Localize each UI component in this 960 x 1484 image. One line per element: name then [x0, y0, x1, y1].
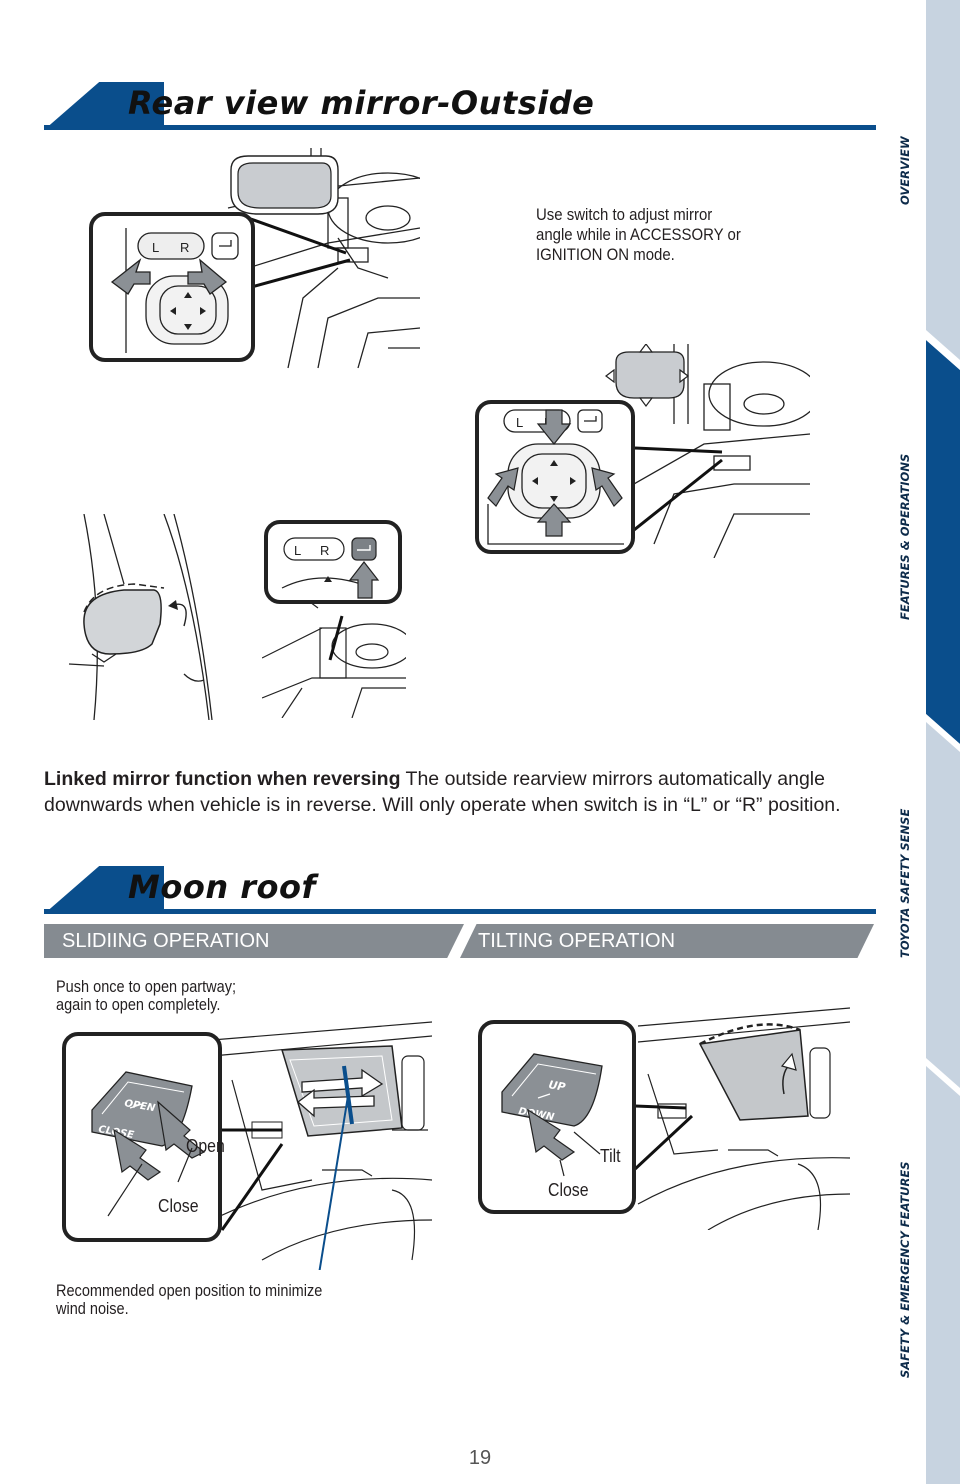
side-navigation[interactable] — [926, 0, 960, 1484]
nav-item-overview[interactable]: OVERVIEW — [898, 136, 912, 205]
linked-mirror-description: Linked mirror function when reversing Th… — [44, 766, 880, 818]
push-caption: Push once to open partway; again to open… — [56, 978, 237, 1014]
side-nav-labels: OVERVIEW FEATURES & OPERATIONS TOYOTA SA… — [898, 0, 922, 1484]
recommended-position-caption: Recommended open position to minimize wi… — [56, 1282, 323, 1318]
tilt-close-label: Close — [548, 1180, 589, 1200]
up-button-label: UP — [547, 1078, 566, 1094]
svg-text:R: R — [320, 543, 329, 558]
svg-text:R: R — [180, 240, 189, 255]
svg-text:L: L — [294, 543, 301, 558]
open-label: Open — [186, 1136, 225, 1156]
nav-item-safety-emergency[interactable]: SAFETY & EMERGENCY FEATURES — [898, 1161, 912, 1379]
tilting-operation-header: TILTING OPERATION — [460, 924, 874, 958]
tilt-label: Tilt — [600, 1146, 621, 1166]
sliding-operation-illustration: OPEN CLOSE — [62, 1021, 432, 1270]
mirror-fold-switch-illustration: L R — [262, 520, 406, 718]
linked-mirror-heading: Linked mirror function when reversing — [44, 768, 401, 790]
mirror-fold-illustration — [68, 514, 213, 720]
section-title: Moon roof — [128, 868, 316, 906]
page-number: 19 — [468, 1447, 492, 1469]
open-button-label: OPEN — [123, 1098, 156, 1114]
mirror-adjust-caption: Use switch to adjust mirror angle while … — [536, 205, 741, 264]
header-rule — [44, 125, 876, 130]
mirror-switch-illustration-2: L R — [475, 344, 810, 558]
close-label: Close — [158, 1196, 199, 1216]
header-rule — [44, 909, 876, 914]
nav-item-features-operations[interactable]: FEATURES & OPERATIONS — [898, 453, 912, 620]
sliding-operation-header: SLIDIING OPERATION — [44, 924, 464, 958]
mirror-switch-illustration-1: L R — [89, 148, 420, 369]
section-header-moonroof: Moon roof — [44, 866, 876, 914]
section-header-mirror: Rear view mirror-Outside — [44, 82, 876, 130]
nav-item-toyota-safety-sense[interactable]: TOYOTA SAFETY SENSE — [898, 808, 912, 958]
svg-text:L: L — [516, 415, 523, 430]
section-title: Rear view mirror-Outside — [128, 84, 595, 122]
svg-text:L: L — [152, 240, 159, 255]
tilting-operation-illustration: UP DOWN — [478, 1007, 850, 1230]
linked-mirror-text: The outside rearview mirrors automatical… — [44, 768, 841, 816]
